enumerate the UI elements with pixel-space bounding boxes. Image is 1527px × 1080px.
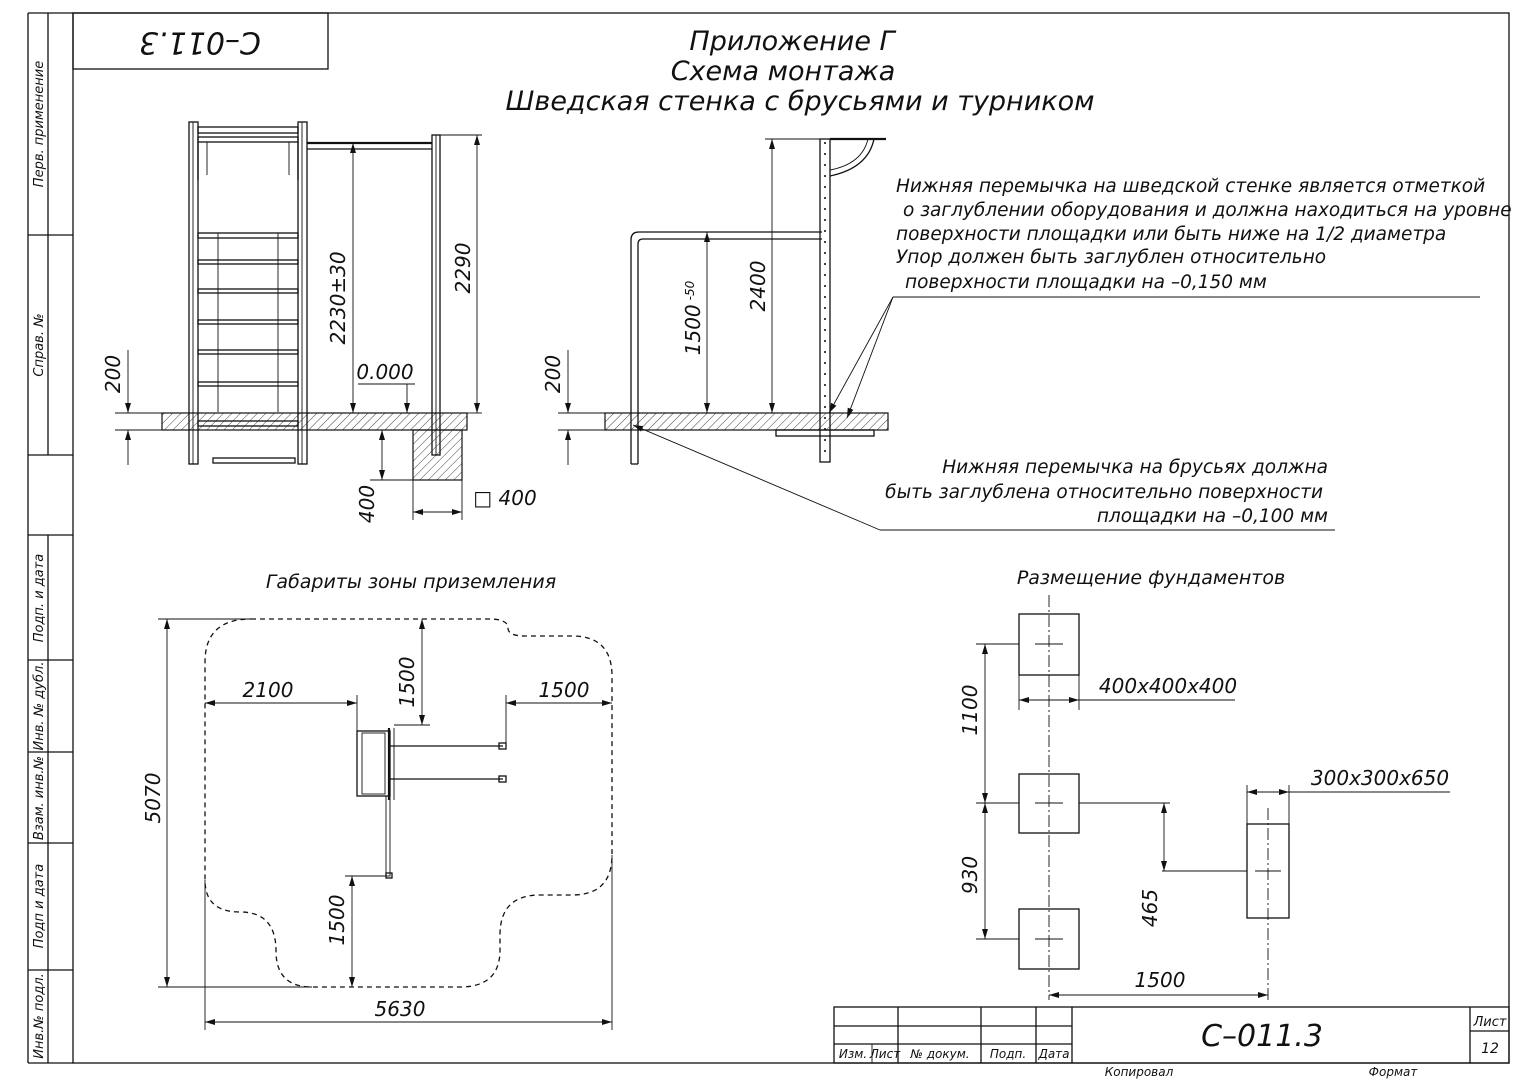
title-block-col-izm: Изм.: [839, 1047, 867, 1061]
margin-label-inv-podl: Инв.№ подл.: [32, 973, 47, 1059]
title-block-col-doc: № докум.: [909, 1047, 969, 1061]
margin-label-inv-dubl: Инв. № дубл.: [32, 662, 47, 751]
side-view: [558, 137, 1480, 531]
sheet-frame: [27, 12, 1510, 1064]
note-wall-depth: Нижняя перемычка на шведской стенке явля…: [896, 176, 1512, 293]
foundation-dim-1500: 1500: [1135, 968, 1186, 992]
foundation-block-1: [1018, 613, 1080, 676]
margin-label-vzam-inv: Взам. инв.№: [32, 756, 47, 840]
title-block-copied: Копировал: [1105, 1065, 1174, 1079]
front-dim-400-vertical: 400: [355, 485, 379, 523]
front-dim-2230: 2230±30: [326, 251, 350, 344]
title-product: Шведская стенка с брусьями и турником: [506, 86, 1095, 117]
front-foundation-size: □ 400: [473, 486, 536, 510]
note1-line4: Упор должен быть заглублен относительно: [896, 247, 1326, 268]
side-dim-1500: 1500 -50: [681, 280, 705, 355]
side-dim-2400: 2400: [746, 261, 770, 312]
note2-line3: площадки на –0,100 мм: [1097, 506, 1328, 527]
note2-line1: Нижняя перемычка на брусьях должна: [942, 457, 1328, 478]
side-dim-200: 200: [541, 355, 565, 393]
foundation-size-400: 400х400х400: [1099, 674, 1237, 698]
top-left-stamp: С–011.3: [72, 12, 329, 70]
foundations-plan: [976, 595, 1450, 1000]
title-scheme: Схема монтажа: [671, 56, 896, 87]
title-block-code: С–011.3: [1201, 1019, 1323, 1054]
note1-line5: поверхности площадки на –0,150 мм: [905, 272, 1267, 293]
title-block-sheet-number: 12: [1481, 1041, 1499, 1057]
side-dim-1500-value: 1500: [681, 304, 705, 355]
landing-dim-1500-top: 1500: [395, 657, 419, 708]
foundation-dim-1100: 1100: [958, 685, 982, 736]
landing-dim-1500-right: 1500: [539, 678, 590, 702]
front-dim-200: 200: [101, 355, 125, 393]
landing-dim-5630: 5630: [375, 997, 426, 1021]
note1-line2: о заглублении оборудования и должна нахо…: [903, 200, 1512, 221]
title-block-col-sign: Подп.: [990, 1047, 1026, 1061]
landing-dim-1500-bottom: 1500: [325, 895, 349, 946]
front-dim-2290: 2290: [451, 243, 475, 294]
margin-label-sprav-no: Справ. №: [32, 313, 47, 376]
note2-line2: быть заглублена относительно поверхности: [885, 482, 1323, 503]
landing-dim-2100: 2100: [243, 678, 294, 702]
margin-label-podp-data-bottom: Подп и дата: [32, 864, 47, 948]
landing-zone-plan: [158, 618, 613, 1030]
stamp-code: С–011.3: [139, 25, 261, 60]
foundations-title: Размещение фундаментов: [1017, 567, 1285, 589]
front-level-mark: 0.000: [356, 360, 413, 384]
foundation-dim-465: 465: [1138, 889, 1162, 927]
side-dim-1500-tolerance: -50: [683, 280, 697, 300]
foundation-size-300: 300х300х650: [1311, 766, 1449, 790]
margin-label-podp-data-top: Подп. и дата: [32, 554, 47, 643]
note1-line3: поверхности площадки или быть ниже на 1/…: [896, 224, 1446, 245]
title-block: [833, 1006, 1510, 1064]
front-view: [115, 121, 482, 520]
title-appendix: Приложение Г: [689, 26, 896, 57]
side-ground-slab: [604, 412, 889, 431]
landing-dim-5070: 5070: [141, 773, 165, 824]
foundation-block-2: [1018, 773, 1080, 834]
title-block-format: Формат: [1369, 1065, 1419, 1079]
margin-label-perv-primenenie: Перв. применение: [32, 61, 47, 187]
title-block-sheet-label: Лист: [1473, 1015, 1507, 1030]
note1-line1: Нижняя перемычка на шведской стенке явля…: [896, 176, 1485, 197]
title-block-col-list: Лист: [869, 1047, 901, 1061]
note-bars-depth: Нижняя перемычка на брусьях должна быть …: [885, 457, 1328, 527]
title-block-col-date: Дата: [1037, 1047, 1069, 1061]
landing-zone-title: Габариты зоны приземления: [266, 571, 556, 593]
foundation-dim-930: 930: [958, 856, 982, 894]
